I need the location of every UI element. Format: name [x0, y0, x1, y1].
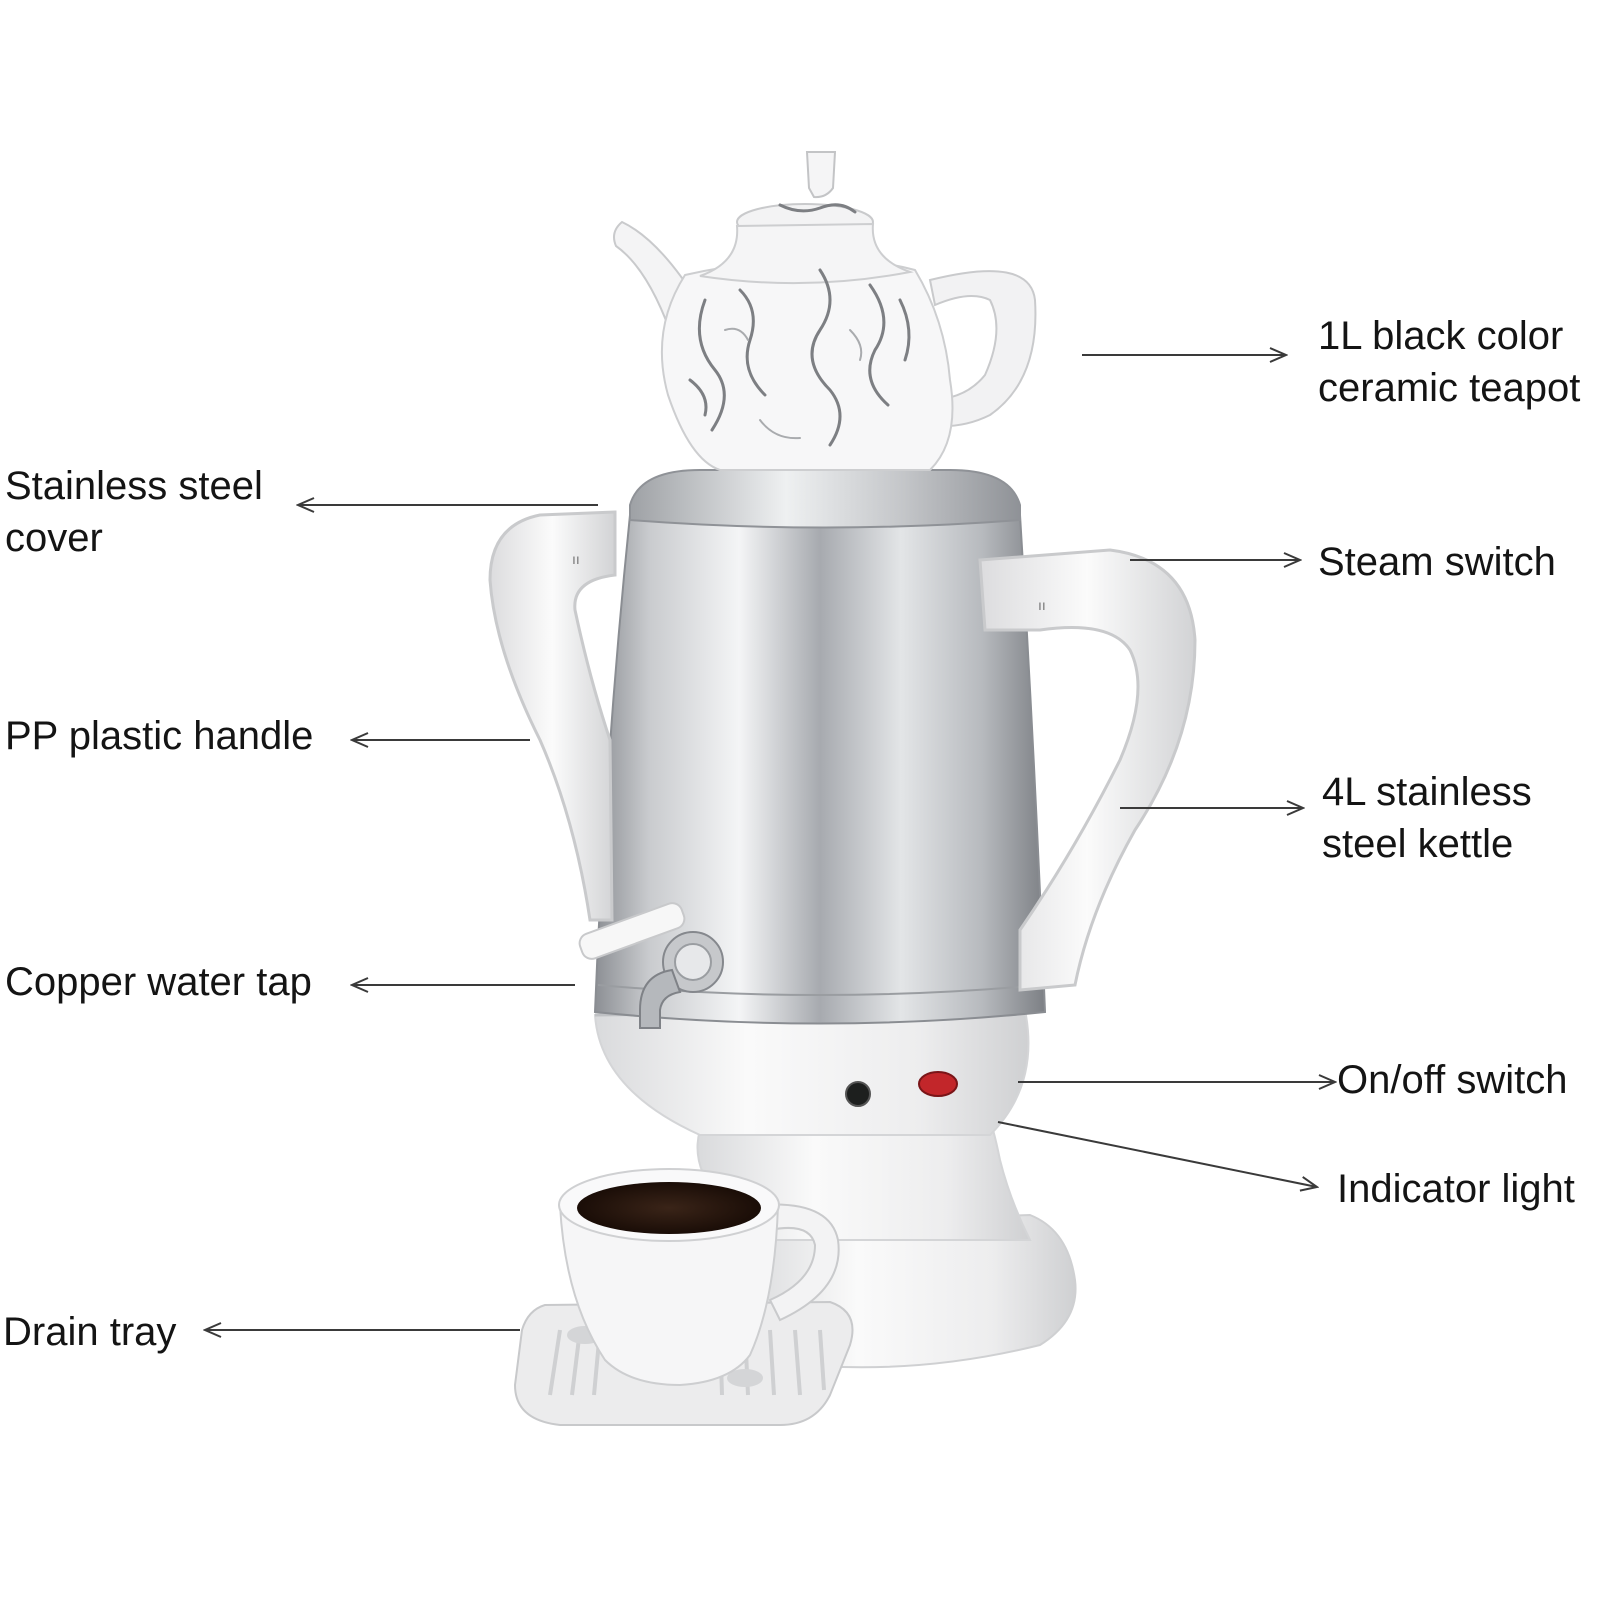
power-indicator-dark [845, 1081, 871, 1107]
callout-indicator-light: Indicator light [1337, 1167, 1575, 1211]
stainless-kettle [593, 514, 1047, 1025]
callout-power-switch: On/off switch [1337, 1058, 1568, 1102]
handle-grip-mark: ıı [572, 551, 580, 567]
left-handle [488, 510, 617, 922]
callout-steam-switch: Steam switch [1318, 540, 1556, 584]
right-handle [978, 548, 1197, 992]
leader-lines [205, 355, 1335, 1330]
stainless-cover [629, 469, 1021, 529]
callout-water-tap: Copper water tap [5, 960, 312, 1004]
power-indicator-red [918, 1071, 958, 1097]
leader-indicator-light [997, 1121, 1317, 1187]
coffee-cup [558, 1168, 840, 1387]
ceramic-teapot [613, 151, 1037, 471]
callout-teapot: 1L black color ceramic teapot [1318, 314, 1581, 410]
callout-cover: Stainless steel cover [5, 464, 263, 560]
water-tap [578, 902, 724, 1029]
callout-handle: PP plastic handle [5, 714, 314, 758]
callout-kettle: 4L stainless steel kettle [1322, 770, 1532, 866]
coffee-surface [577, 1182, 761, 1234]
callout-drain-tray: Drain tray [3, 1310, 177, 1354]
handle-grip-mark: ıı [1038, 597, 1046, 613]
